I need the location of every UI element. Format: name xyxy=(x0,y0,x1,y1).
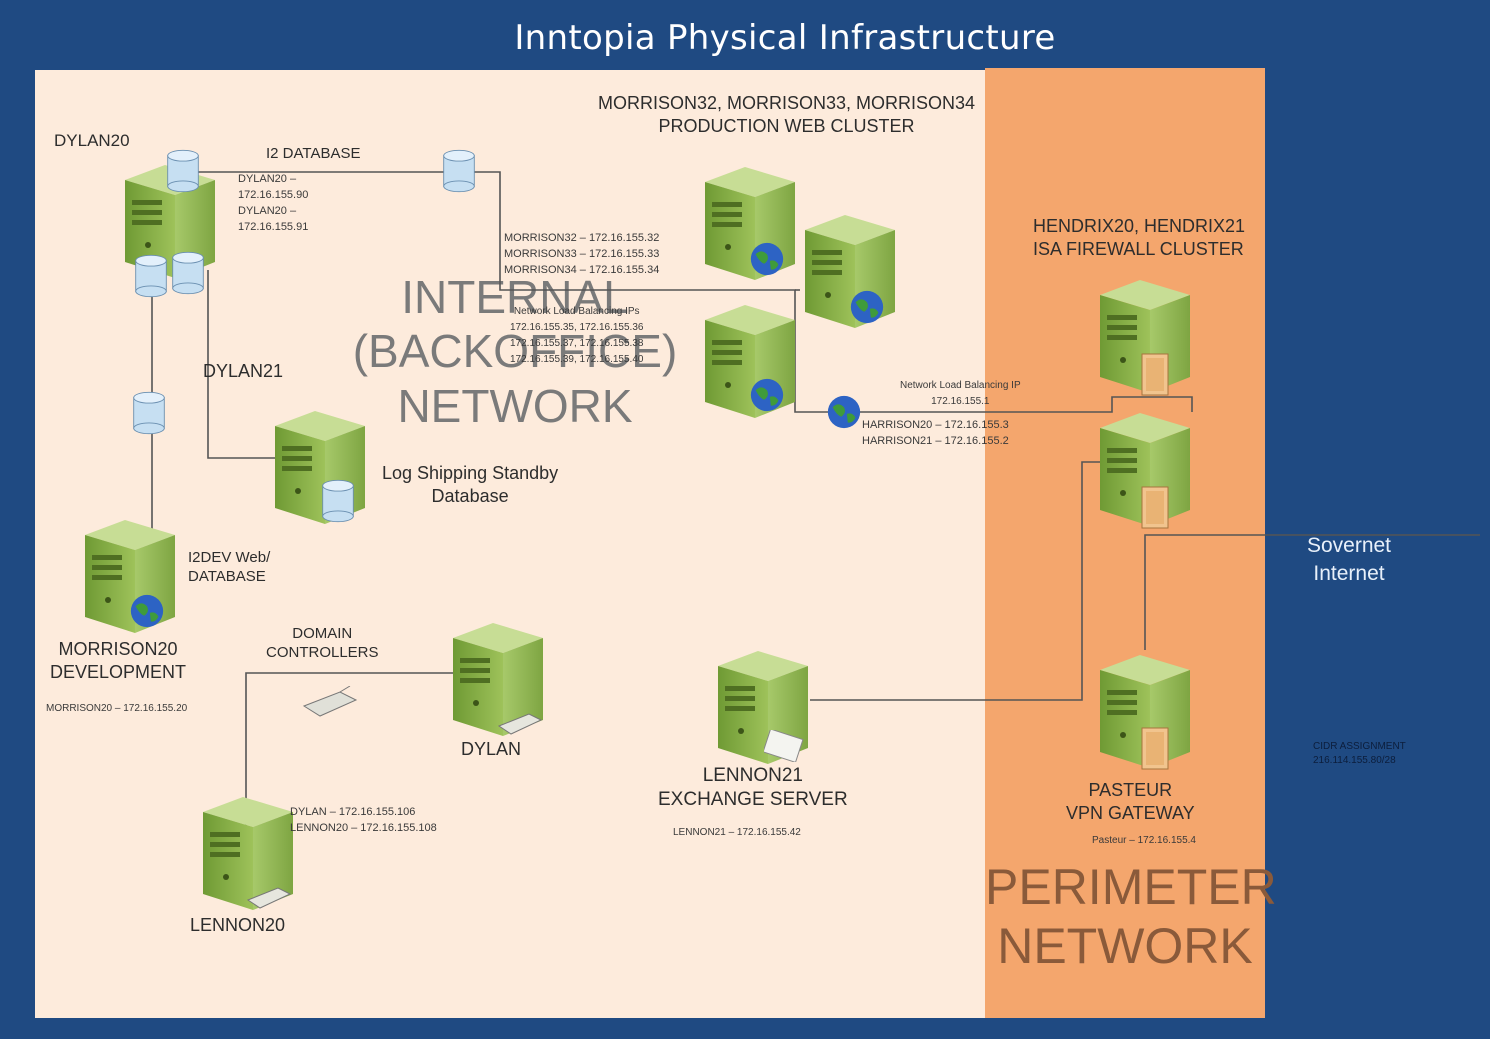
morrison20-ip: MORRISON20 – 172.16.155.20 xyxy=(46,703,188,714)
exchange-wire xyxy=(810,461,1110,701)
database-icon xyxy=(133,253,169,299)
globe-icon xyxy=(748,240,786,278)
dylan20-label: DYLAN20 xyxy=(54,131,130,150)
lennon20-label: LENNON20 xyxy=(190,915,286,935)
database-icon xyxy=(170,250,206,296)
i2-database-label: I2 DATABASE xyxy=(266,145,361,162)
i2-database-icon xyxy=(441,148,477,194)
nlb-globe-icon xyxy=(825,393,863,431)
dc-wire xyxy=(245,672,455,860)
internal-zone-label: INTERNAL(BACKOFFICE)NETWORK xyxy=(352,271,678,432)
diagram-title: Inntopia Physical Infrastructure xyxy=(514,18,1056,58)
keyboard-icon xyxy=(497,713,543,735)
database-icon xyxy=(131,390,167,436)
db-cluster-wire xyxy=(185,171,1193,413)
domain-controllers-icon xyxy=(302,686,358,717)
lennon21-ip: LENNON21 – 172.16.155.42 xyxy=(673,827,801,838)
standby-wire xyxy=(207,270,300,459)
firewall-icon xyxy=(1140,485,1170,530)
internet-wire xyxy=(1144,534,1480,650)
firewall-icon xyxy=(1140,352,1170,397)
i2dev-label: I2DEV Web/DATABASE xyxy=(188,549,271,585)
globe-icon xyxy=(748,376,786,414)
pasteur-ip: Pasteur – 172.16.155.4 xyxy=(1092,835,1196,846)
globe-icon xyxy=(128,592,166,630)
keyboard-icon xyxy=(246,887,292,909)
dylan21-label: DYLAN21 xyxy=(203,361,284,381)
database-icon xyxy=(165,148,201,194)
database-icon xyxy=(320,478,356,524)
dylan-label: DYLAN xyxy=(461,739,522,759)
vpn-gateway-icon xyxy=(1140,726,1170,771)
mail-icon xyxy=(764,730,804,762)
perimeter-network-zone xyxy=(985,68,1265,1018)
globe-icon xyxy=(848,288,886,326)
